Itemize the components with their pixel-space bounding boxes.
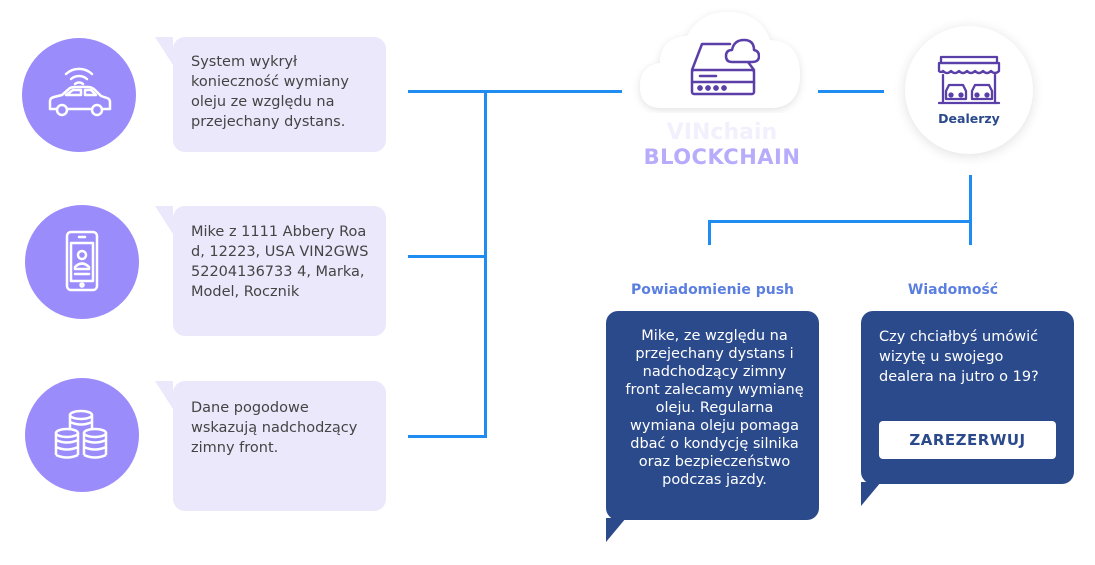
connected-car-icon: [48, 67, 112, 117]
connector-line: [708, 220, 972, 223]
connector-line: [408, 255, 487, 258]
blockchain-label: BLOCKCHAIN: [643, 145, 801, 169]
dealership-icon: [937, 55, 1001, 104]
connector-line: [708, 220, 711, 245]
book-button[interactable]: ZAREZERWUJ: [879, 421, 1056, 459]
phone-circle: [25, 205, 139, 319]
car-circle: [22, 38, 136, 152]
push-title: Powiadomienie push: [630, 282, 794, 298]
source-bubble-mileage: System wykrył konieczność wymiany oleju …: [155, 37, 386, 152]
dealers-label: Dealerzy: [938, 110, 1000, 126]
source-text-owner: Mike z 1111 Abbery Road, 12223, USA VIN2…: [191, 224, 369, 300]
coins-stack-icon: [54, 409, 108, 459]
message-text: Czy chciałbyś umówić wizytę u swojego de…: [879, 329, 1039, 385]
connector-line: [408, 435, 487, 438]
connector-line: [408, 90, 622, 93]
coins-circle: [25, 378, 139, 492]
blockchain-faded-label: VINchain: [666, 120, 778, 145]
push-bubble: Mike, ze względu na przejechany dystans …: [606, 311, 819, 542]
connector-line: [818, 90, 884, 93]
dealers-circle: Dealerzy: [905, 26, 1033, 154]
source-text-mileage: System wykrył konieczność wymiany oleju …: [191, 54, 349, 130]
connector-line: [484, 90, 487, 438]
message-bubble: Czy chciałbyś umówić wizytę u swojego de…: [861, 311, 1074, 506]
source-bubble-owner: Mike z 1111 Abbery Road, 12223, USA VIN2…: [155, 206, 386, 336]
source-text-weather: Dane pogodowe wskazują nadchodzący zimny…: [191, 400, 358, 456]
cloud-server-icon: [690, 38, 760, 96]
push-text: Mike, ze względu na przejechany dystans …: [625, 328, 804, 488]
message-title: Wiadomość: [907, 282, 999, 298]
source-bubble-weather: Dane pogodowe wskazują nadchodzący zimny…: [155, 381, 386, 511]
blockchain-cloud: [640, 12, 800, 108]
smartphone-user-icon: [65, 230, 99, 292]
connector-line: [969, 175, 972, 245]
